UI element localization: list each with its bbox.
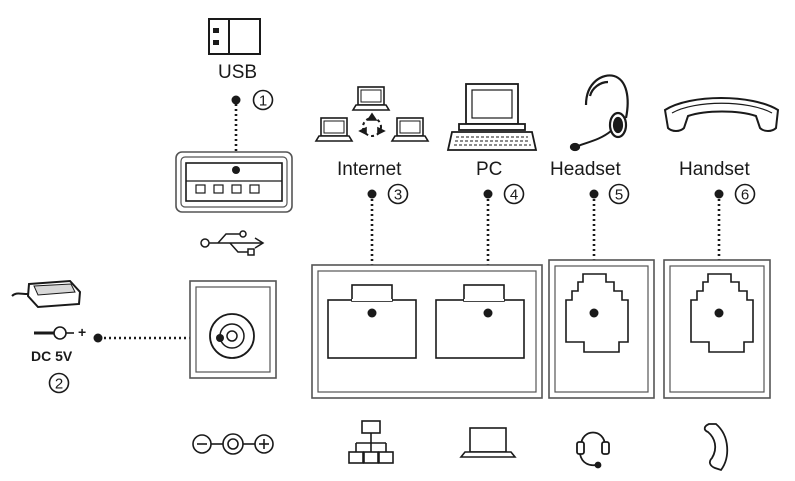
usb-port[interactable] bbox=[175, 151, 293, 213]
handset-port-dot bbox=[714, 308, 724, 318]
svg-text:5: 5 bbox=[615, 187, 623, 204]
internet-number-badge: 3 bbox=[387, 183, 409, 205]
bottom-headset-icon bbox=[576, 431, 610, 469]
internet-label: Internet bbox=[337, 159, 402, 180]
headset-number-badge: 5 bbox=[608, 183, 630, 205]
usb-label: USB bbox=[218, 62, 257, 83]
headset-port[interactable] bbox=[548, 259, 655, 399]
handset-icon bbox=[663, 97, 780, 132]
power-label: DC 5V bbox=[31, 348, 73, 364]
usb-port-dot bbox=[232, 166, 240, 174]
svg-text:2: 2 bbox=[55, 376, 63, 393]
svg-text:1: 1 bbox=[259, 93, 267, 110]
internet-callout-dot bbox=[367, 189, 377, 199]
pc-port[interactable] bbox=[435, 284, 525, 359]
headset-port-dot bbox=[589, 308, 599, 318]
svg-text:3: 3 bbox=[394, 187, 402, 204]
svg-text:4: 4 bbox=[510, 187, 518, 204]
usb-number-badge: 1 bbox=[252, 89, 274, 111]
pc-callout-dot bbox=[483, 189, 493, 199]
svg-text:6: 6 bbox=[741, 187, 749, 204]
dc-power-port[interactable] bbox=[189, 280, 277, 379]
power-number-badge: 2 bbox=[48, 372, 70, 394]
bottom-handset-icon bbox=[703, 423, 729, 472]
usb-callout-dot bbox=[231, 95, 241, 105]
laptop-icon bbox=[459, 427, 517, 458]
desktop-computer-icon bbox=[446, 83, 538, 151]
usb-symbol-icon bbox=[200, 230, 265, 256]
power-port-dot bbox=[216, 334, 224, 342]
svg-text:+: + bbox=[78, 324, 86, 340]
pc-label: PC bbox=[476, 159, 502, 180]
handset-number-badge: 6 bbox=[734, 183, 756, 205]
computer-network-icon bbox=[314, 86, 430, 142]
power-adapter-icon bbox=[11, 279, 82, 309]
handset-label: Handset bbox=[679, 159, 750, 180]
handset-port[interactable] bbox=[663, 259, 771, 399]
power-callout-dot bbox=[93, 333, 103, 343]
internet-port-dot bbox=[367, 308, 377, 318]
headset-label: Headset bbox=[550, 159, 621, 180]
dc-plug-icon: + bbox=[34, 324, 86, 340]
headset-callout-dot bbox=[589, 189, 599, 199]
usb-flash-drive-icon bbox=[208, 18, 261, 55]
dc-power-connector-icon bbox=[192, 433, 274, 455]
network-topology-icon bbox=[348, 420, 394, 464]
headset-icon bbox=[569, 74, 629, 152]
pc-number-badge: 4 bbox=[503, 183, 525, 205]
pc-port-dot bbox=[483, 308, 493, 318]
handset-callout-dot bbox=[714, 189, 724, 199]
